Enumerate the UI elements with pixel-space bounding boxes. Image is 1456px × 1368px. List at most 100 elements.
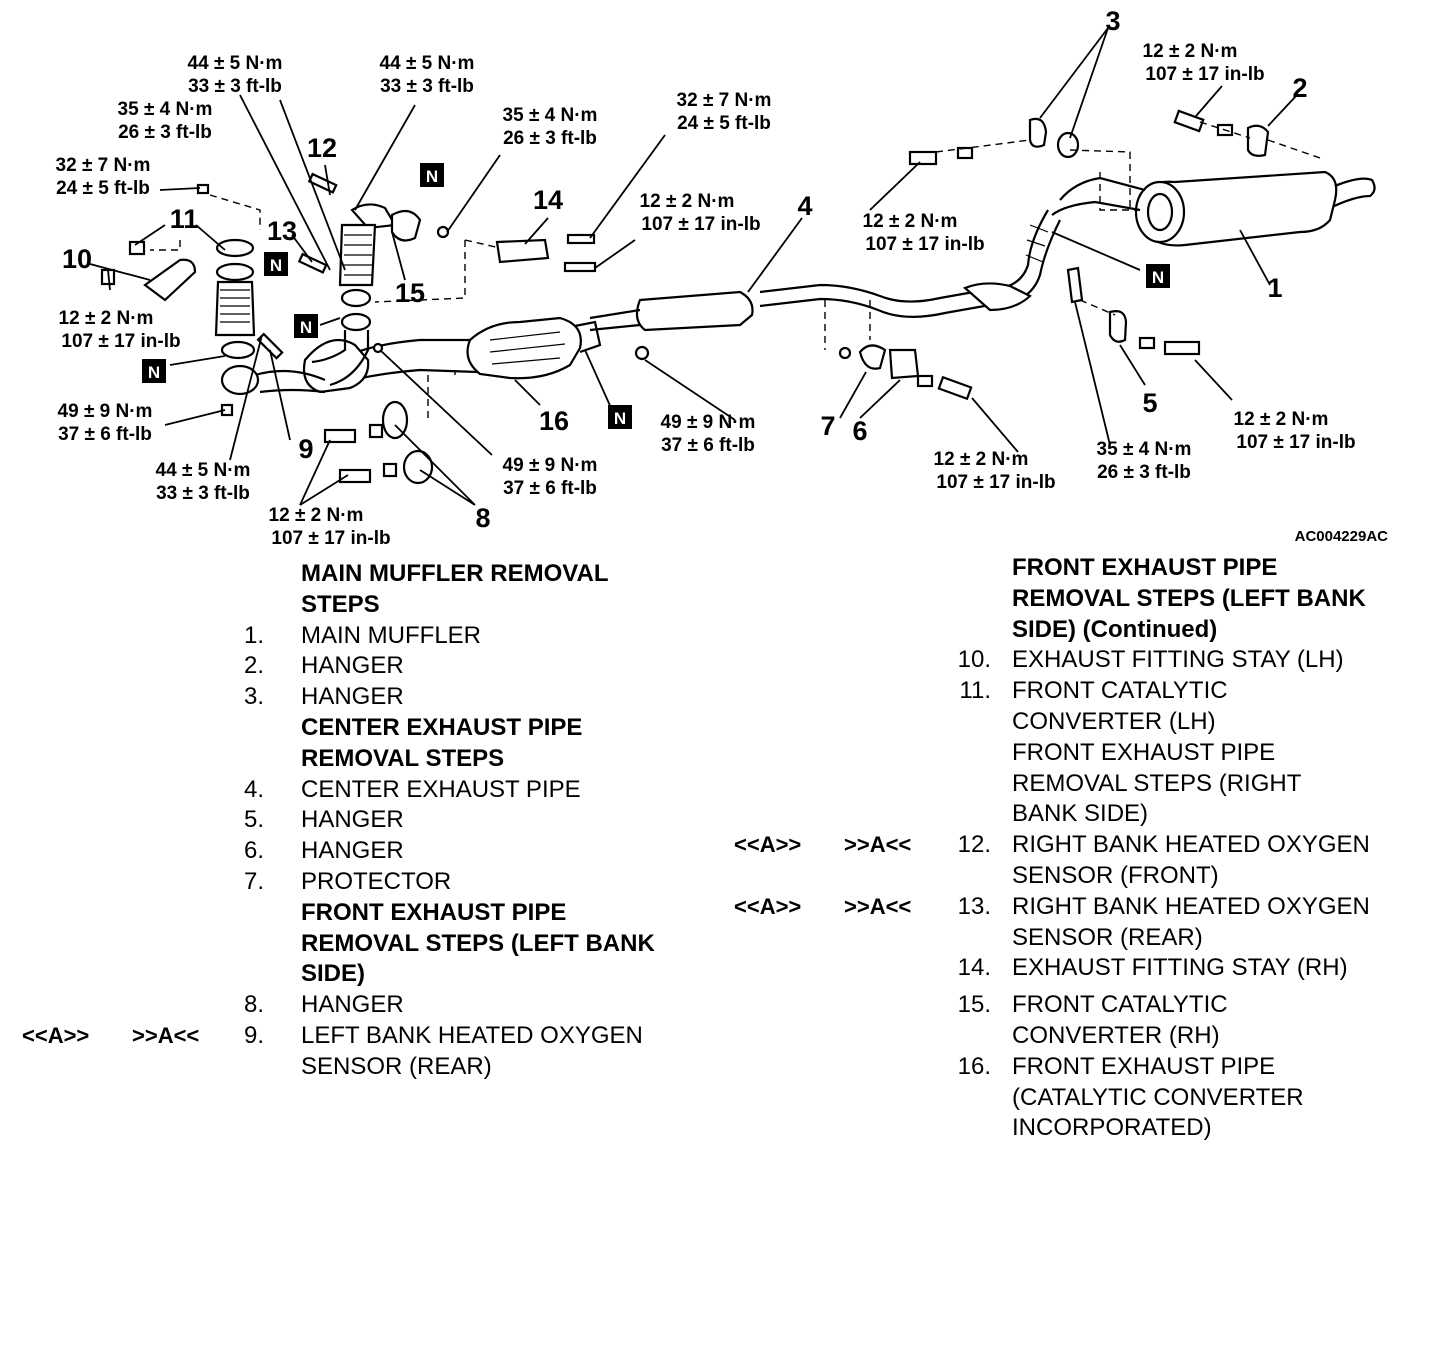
step-item: <<A>>>>A<<13.RIGHT BANK HEATED OXYGEN [730,892,1430,923]
step-text: EXHAUST FITTING STAY (LH) [1012,646,1344,674]
step-item: 8.HANGER [20,990,710,1021]
step-text: HANGER [301,837,404,865]
removal-service-mark: <<A>> [22,1022,90,1048]
step-text: FRONT EXHAUST PIPE [1012,1052,1276,1080]
torque-spec: 37 ± 6 ft-lb [58,424,152,445]
main-muffler [1051,170,1376,247]
svg-text:N: N [300,318,312,337]
step-text: EXHAUST FITTING STAY (RH) [1012,954,1348,982]
step-section-header: REMOVAL STEPS (LEFT BANK [730,584,1430,615]
n-mark-icon: N [142,359,166,383]
step-text: CONVERTER (LH) [1012,707,1216,735]
step-number: 6. [243,837,264,865]
step-text: FRONT CATALYTIC [1012,991,1228,1019]
step-item: CONVERTER (RH) [730,1021,1430,1052]
step-number: 3. [243,683,264,711]
step-text: MAIN MUFFLER [301,621,481,649]
assembly-lines [150,121,1321,420]
callout-9: 9 [298,434,313,464]
torque-spec: 44 ± 5 N·m [188,53,283,74]
callout-8: 8 [475,503,490,533]
n-mark-icon: N [1146,264,1170,288]
torque-spec: 12 ± 2 N·m [640,191,735,212]
center-exhaust-pipe [589,209,1061,332]
step-section-header: SIDE) [20,959,710,990]
step-item: 16. FRONT EXHAUST PIPE [730,1052,1430,1083]
step-header-text: REMOVAL STEPS [301,744,505,772]
torque-spec: 24 ± 5 ft-lb [56,178,150,199]
torque-spec: 12 ± 2 N·m [1234,409,1329,430]
n-mark-icon: N [264,252,288,276]
step-item: <<A>>>>A<<12.RIGHT BANK HEATED OXYGEN [730,830,1430,861]
torque-spec: 107 ± 17 in-lb [1145,64,1264,85]
step-number: 16. [957,1052,991,1080]
callout-12: 12 [307,133,337,163]
svg-text:N: N [614,409,626,428]
torque-spec: 49 ± 9 N·m [503,455,598,476]
step-item: BANK SIDE) [730,799,1430,830]
step-text: HANGER [301,806,404,834]
step-text: (CATALYTIC CONVERTER [1012,1083,1304,1111]
step-text: LEFT BANK HEATED OXYGEN [301,1021,643,1049]
step-header-text: CENTER EXHAUST PIPE [301,713,583,741]
step-text: INCORPORATED) [1012,1114,1212,1142]
step-text: HANGER [301,683,404,711]
torque-spec: 107 ± 17 in-lb [641,214,760,235]
callout-3: 3 [1105,6,1120,36]
torque-spec: 12 ± 2 N·m [59,308,154,329]
torque-spec: 26 ± 3 ft-lb [1097,462,1191,483]
step-item: INCORPORATED) [730,1113,1430,1144]
svg-text:N: N [1152,268,1164,287]
torque-spec: 24 ± 5 ft-lb [677,113,771,134]
callout-4: 4 [797,191,812,221]
step-item: 6. HANGER [20,836,710,867]
step-text: HANGER [301,652,404,680]
step-number: 4. [243,775,264,803]
step-text: CENTER EXHAUST PIPE [301,775,581,803]
step-text: REMOVAL STEPS (RIGHT [1012,769,1302,797]
callout-6: 6 [852,416,867,446]
callout-2: 2 [1292,73,1307,103]
exhaust-system-diagram: N N N N N N 1 2 3 4 5 6 7 8 9 10 11 12 1… [56,6,1389,549]
step-item: 15.FRONT CATALYTIC [730,990,1430,1021]
step-header-text: REMOVAL STEPS (LEFT BANK [301,929,655,957]
n-mark-icon: N [608,405,632,429]
step-text: SENSOR (FRONT) [1012,861,1219,889]
step-number: 2. [243,652,264,680]
torque-spec: 33 ± 3 ft-lb [156,483,250,504]
n-mark-icon: N [294,314,318,338]
step-number: 7. [243,867,264,895]
step-header-text: FRONT EXHAUST PIPE [1012,554,1278,581]
svg-text:N: N [426,167,438,186]
torque-spec: 49 ± 9 N·m [58,401,153,422]
torque-spec: 35 ± 4 N·m [503,105,598,126]
torque-spec: 33 ± 3 ft-lb [380,76,474,97]
step-item: 1.MAIN MUFFLER [20,621,710,652]
step-number: 12. [957,831,991,859]
step-item: SENSOR (FRONT) [730,861,1430,892]
callout-numbers: 1 2 3 4 5 6 7 8 9 10 11 12 13 14 15 16 [62,6,1308,533]
torque-spec: 37 ± 6 ft-lb [661,435,755,456]
step-section-header: REMOVAL STEPS (LEFT BANK [20,929,710,960]
step-item: <<A>>>>A<<9.LEFT BANK HEATED OXYGEN [20,1021,710,1052]
step-item: 14.EXHAUST FITTING STAY (RH) [730,953,1430,984]
leader-lines [89,27,1297,506]
step-header-text: STEPS [301,590,380,618]
step-section-header: REMOVAL STEPS [20,744,710,775]
torque-spec: 107 ± 17 in-lb [271,528,390,549]
step-item: 11.FRONT CATALYTIC [730,676,1430,707]
removal-service-mark: <<A>> [734,832,802,858]
torque-spec: 33 ± 3 ft-lb [188,76,282,97]
torque-spec: 12 ± 2 N·m [269,505,364,526]
step-section-header: CENTER EXHAUST PIPE [20,713,710,744]
step-item: SENSOR (REAR) [20,1052,710,1083]
step-section-header: SIDE) (Continued) [730,615,1430,646]
torque-spec: 26 ± 3 ft-lb [503,128,597,149]
step-text: BANK SIDE) [1012,800,1149,828]
step-section-header: FRONT EXHAUST PIPE [730,553,1430,584]
svg-text:N: N [148,363,160,382]
step-header-text: SIDE) [301,960,366,988]
step-item: CONVERTER (LH) [730,707,1430,738]
callout-7: 7 [820,411,835,441]
front-catalytic-converter-lh [214,238,256,360]
